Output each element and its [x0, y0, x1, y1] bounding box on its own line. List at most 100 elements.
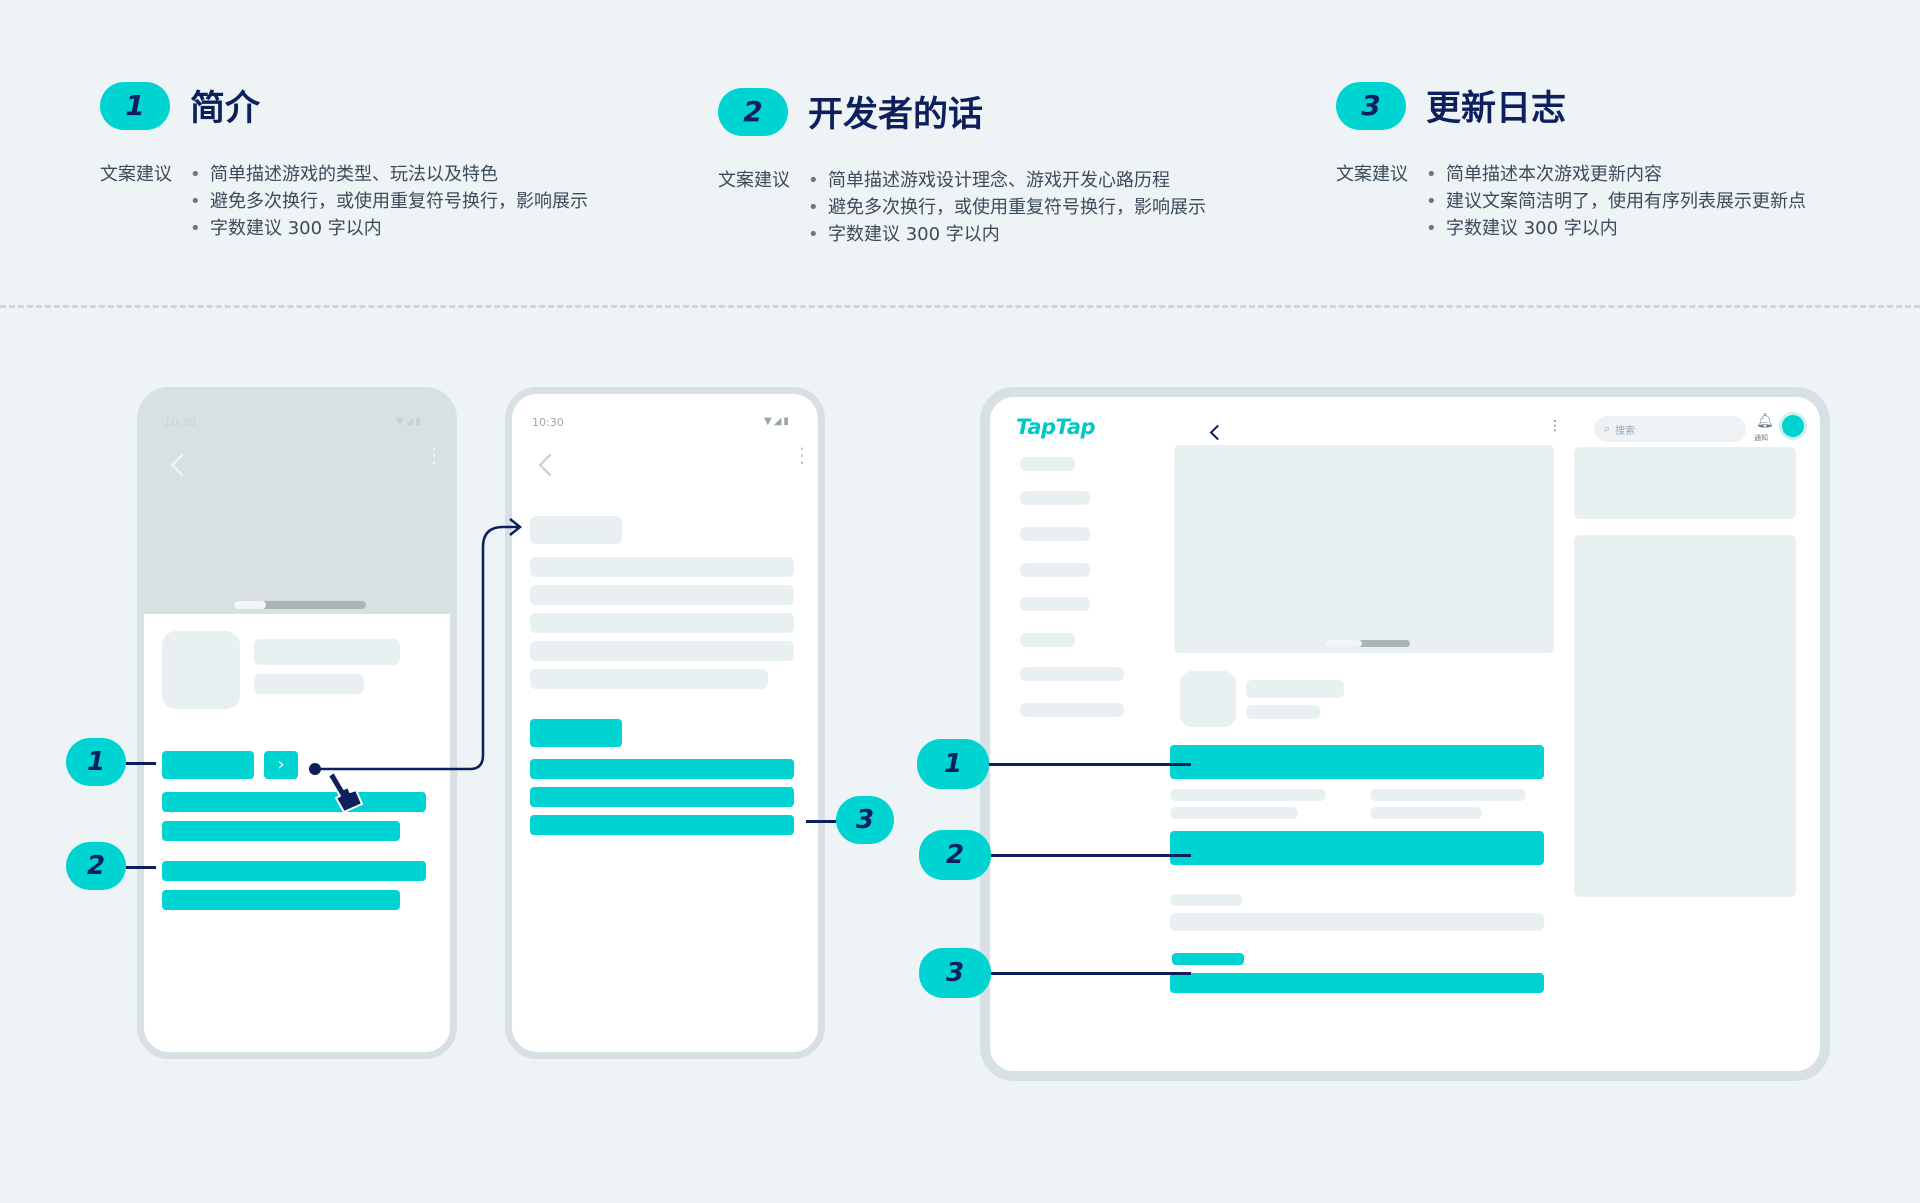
changelog-text-line — [530, 787, 794, 807]
callout-line — [806, 820, 838, 823]
right-panel-main — [1574, 535, 1796, 897]
media-progress-bar — [234, 601, 366, 609]
status-time: 10:30 — [164, 416, 196, 429]
bullet-item: 避免多次换行，或使用重复符号换行，影响展示 — [808, 194, 1278, 221]
search-input[interactable]: ⌕ 搜索 — [1594, 416, 1746, 442]
section-title: 开发者的话 — [808, 95, 984, 135]
subtitle-placeholder — [1246, 705, 1320, 719]
sidebar-item[interactable] — [1020, 633, 1075, 647]
intro-text-line — [162, 792, 426, 812]
section-number-badge: 3 — [1336, 81, 1406, 130]
meta-placeholder — [1170, 789, 1326, 801]
text-placeholder — [530, 669, 768, 689]
app-icon-placeholder — [1180, 671, 1236, 727]
bullet-item: 简单描述游戏设计理念、游戏开发心路历程 — [808, 167, 1278, 194]
hand-pointer-icon — [327, 771, 363, 813]
section-bullets: 简单描述本次游戏更新内容 建议文案简洁明了，使用有序列表展示更新点 字数建议 3… — [1426, 161, 1876, 242]
section-label: 文案建议 — [718, 170, 790, 191]
intro-text-line — [162, 821, 400, 841]
section-number-badge: 2 — [718, 87, 788, 136]
more-vertical-icon[interactable]: ⋮ — [792, 443, 812, 467]
bullet-item: 避免多次换行，或使用重复符号换行，影响展示 — [190, 188, 600, 215]
more-vertical-icon[interactable]: ⋮ — [424, 443, 444, 467]
developer-words-block — [1170, 831, 1544, 865]
section-label: 文案建议 — [1336, 164, 1408, 185]
chevron-right-icon: › — [277, 754, 285, 775]
phone-mockup-game-page: 10:30 ▼◢▮ ⋮ › — [137, 387, 457, 1059]
media-progress-fill — [234, 601, 266, 609]
search-icon: ⌕ — [1604, 422, 1611, 435]
intro-expand-button[interactable]: › — [264, 751, 298, 779]
tablet-mockup-game-page: TapTap ⋮ ⌕ 搜索 🔔︎ 通知 — [980, 387, 1830, 1081]
sidebar-item[interactable] — [1020, 667, 1124, 681]
section-label: 文案建议 — [100, 164, 172, 185]
meta-placeholder — [1370, 807, 1482, 819]
meta-placeholder — [1370, 789, 1526, 801]
bell-icon[interactable]: 🔔︎ — [1756, 413, 1774, 429]
section-title: 更新日志 — [1426, 89, 1567, 129]
bullet-item: 建议文案简洁明了，使用有序列表展示更新点 — [1426, 188, 1876, 215]
flow-arrow — [309, 518, 523, 775]
section-bullets: 简单描述游戏设计理念、游戏开发心路历程 避免多次换行，或使用重复符号换行，影响展… — [808, 167, 1278, 248]
status-icons: ▼◢▮ — [396, 416, 423, 427]
bullet-item: 字数建议 300 字以内 — [1426, 215, 1876, 242]
changelog-text-line — [530, 759, 794, 779]
changelog-text-line — [530, 815, 794, 835]
section-bullets: 简单描述游戏的类型、玩法以及特色 避免多次换行，或使用重复符号换行，影响展示 字… — [190, 161, 600, 242]
more-vertical-icon[interactable]: ⋮ — [1548, 418, 1562, 434]
text-placeholder — [530, 585, 794, 605]
sidebar-item[interactable] — [1020, 527, 1090, 541]
heading-placeholder — [530, 516, 622, 544]
phone-mockup-detail-page: 10:30 ▼◢▮ ⋮ — [505, 387, 825, 1059]
text-placeholder — [1170, 894, 1242, 906]
changelog-heading-block — [1172, 953, 1244, 965]
status-time: 10:30 — [532, 416, 564, 429]
media-progress-bar — [1324, 640, 1410, 647]
title-placeholder — [1246, 680, 1344, 698]
header-media-area — [144, 394, 450, 614]
callout-badge-3: 3 — [919, 948, 991, 998]
subtitle-placeholder — [254, 674, 364, 694]
avatar-icon[interactable] — [1782, 415, 1804, 437]
intro-heading-block — [162, 751, 254, 779]
sidebar-item[interactable] — [1020, 491, 1090, 505]
section-number-badge: 1 — [100, 81, 170, 130]
changelog-block — [1170, 973, 1544, 993]
media-placeholder — [1174, 445, 1554, 653]
app-icon-placeholder — [162, 631, 240, 709]
callout-line — [126, 762, 156, 765]
text-placeholder — [530, 557, 794, 577]
sidebar-item[interactable] — [1020, 703, 1124, 717]
section-developer-words: 2 开发者的话 文案建议 简单描述游戏设计理念、游戏开发心路历程 避免多次换行，… — [718, 86, 1278, 248]
sidebar-item[interactable] — [1020, 597, 1090, 611]
media-progress-fill — [1324, 640, 1362, 647]
right-panel-top — [1574, 447, 1796, 519]
chevron-left-icon[interactable] — [1209, 424, 1226, 441]
text-placeholder — [1170, 913, 1544, 931]
text-placeholder — [530, 613, 794, 633]
status-icons: ▼◢▮ — [764, 416, 791, 427]
callout-badge-1: 1 — [66, 738, 126, 786]
section-intro: 1 简介 文案建议 简单描述游戏的类型、玩法以及特色 避免多次换行，或使用重复符… — [100, 80, 600, 242]
developer-text-line — [162, 890, 400, 910]
section-title: 简介 — [190, 89, 261, 129]
bullet-item: 字数建议 300 字以内 — [808, 221, 1278, 248]
callout-badge-2: 2 — [66, 842, 126, 890]
developer-text-line — [162, 861, 426, 881]
notify-label: 通知 — [1754, 434, 1768, 442]
changelog-heading-block — [530, 719, 622, 747]
sidebar-item[interactable] — [1020, 563, 1090, 577]
search-placeholder: 搜索 — [1615, 425, 1636, 437]
bullet-item: 简单描述游戏的类型、玩法以及特色 — [190, 161, 600, 188]
chevron-left-icon[interactable] — [538, 453, 562, 477]
meta-placeholder — [1170, 807, 1298, 819]
callout-badge-1: 1 — [917, 739, 989, 789]
taptap-logo: TapTap — [1016, 415, 1096, 439]
text-placeholder — [530, 641, 794, 661]
sidebar-item[interactable] — [1020, 457, 1075, 471]
intro-block — [1170, 745, 1544, 779]
callout-badge-2: 2 — [919, 830, 991, 880]
bullet-item: 字数建议 300 字以内 — [190, 215, 600, 242]
callout-line — [126, 866, 156, 869]
dashed-divider — [0, 305, 1920, 308]
